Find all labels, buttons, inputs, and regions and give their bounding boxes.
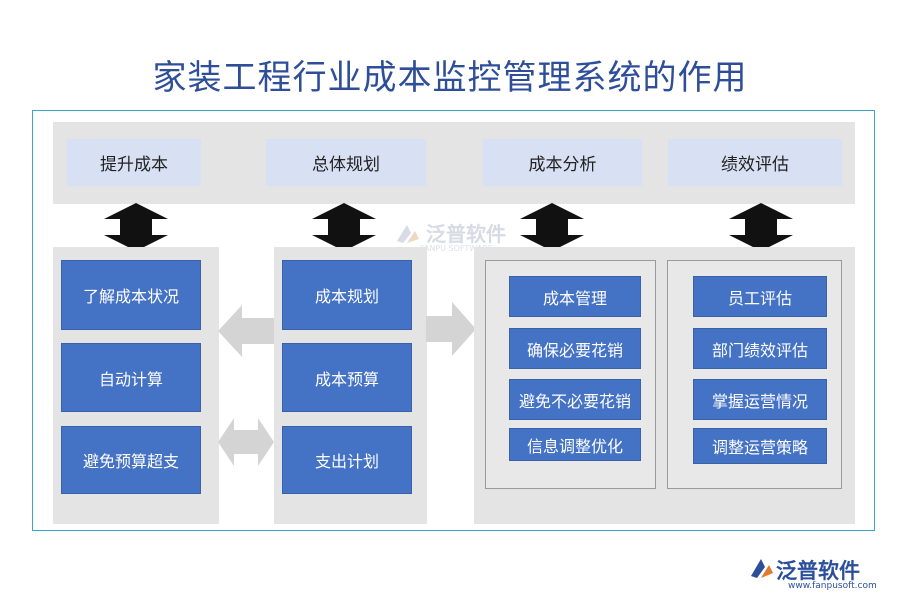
box-avoid-overspend: 避免预算超支 [61, 426, 201, 494]
box-cost-plan: 成本规划 [282, 260, 412, 330]
watermark-subtext: FANPU SOFTWARE [420, 244, 493, 253]
double-arrow-2 [312, 203, 376, 251]
double-arrow-4 [729, 203, 793, 251]
diagram-frame [32, 110, 875, 531]
box-employee-eval: 员工评估 [693, 276, 827, 317]
box-understand-cost: 了解成本状况 [61, 260, 201, 330]
box-cost-management: 成本管理 [509, 276, 641, 317]
header-performance: 绩效评估 [668, 139, 842, 186]
double-arrow-3 [520, 203, 584, 251]
box-expense-plan: 支出计划 [282, 426, 412, 494]
left-arrow-light [218, 305, 274, 357]
box-cost-budget: 成本预算 [282, 343, 412, 412]
page-title: 家装工程行业成本监控管理系统的作用 [152, 58, 748, 98]
watermark-logo-icon [397, 225, 419, 243]
box-dept-eval: 部门绩效评估 [693, 328, 827, 369]
box-ensure-necessary: 确保必要花销 [509, 328, 641, 369]
box-adjust-strategy: 调整运营策略 [693, 428, 827, 464]
box-auto-calc: 自动计算 [61, 343, 201, 412]
brand-logo-text: 泛普软件 [776, 559, 860, 583]
header-cost-improve: 提升成本 [67, 139, 201, 186]
double-horizontal-arrow-light [218, 418, 274, 466]
right-arrow-light [426, 302, 476, 356]
box-info-optimize: 信息调整优化 [509, 428, 641, 461]
brand-logo-icon [751, 559, 773, 578]
box-avoid-unnecessary: 避免不必要花销 [509, 379, 641, 420]
header-overall-plan: 总体规划 [266, 139, 426, 186]
box-operations-status: 掌握运营情况 [693, 379, 827, 420]
double-arrow-1 [104, 203, 168, 251]
brand-url: www.fanpusoft.com [788, 581, 877, 591]
header-cost-analysis: 成本分析 [483, 139, 642, 186]
watermark-text: 泛普软件 [426, 222, 506, 246]
